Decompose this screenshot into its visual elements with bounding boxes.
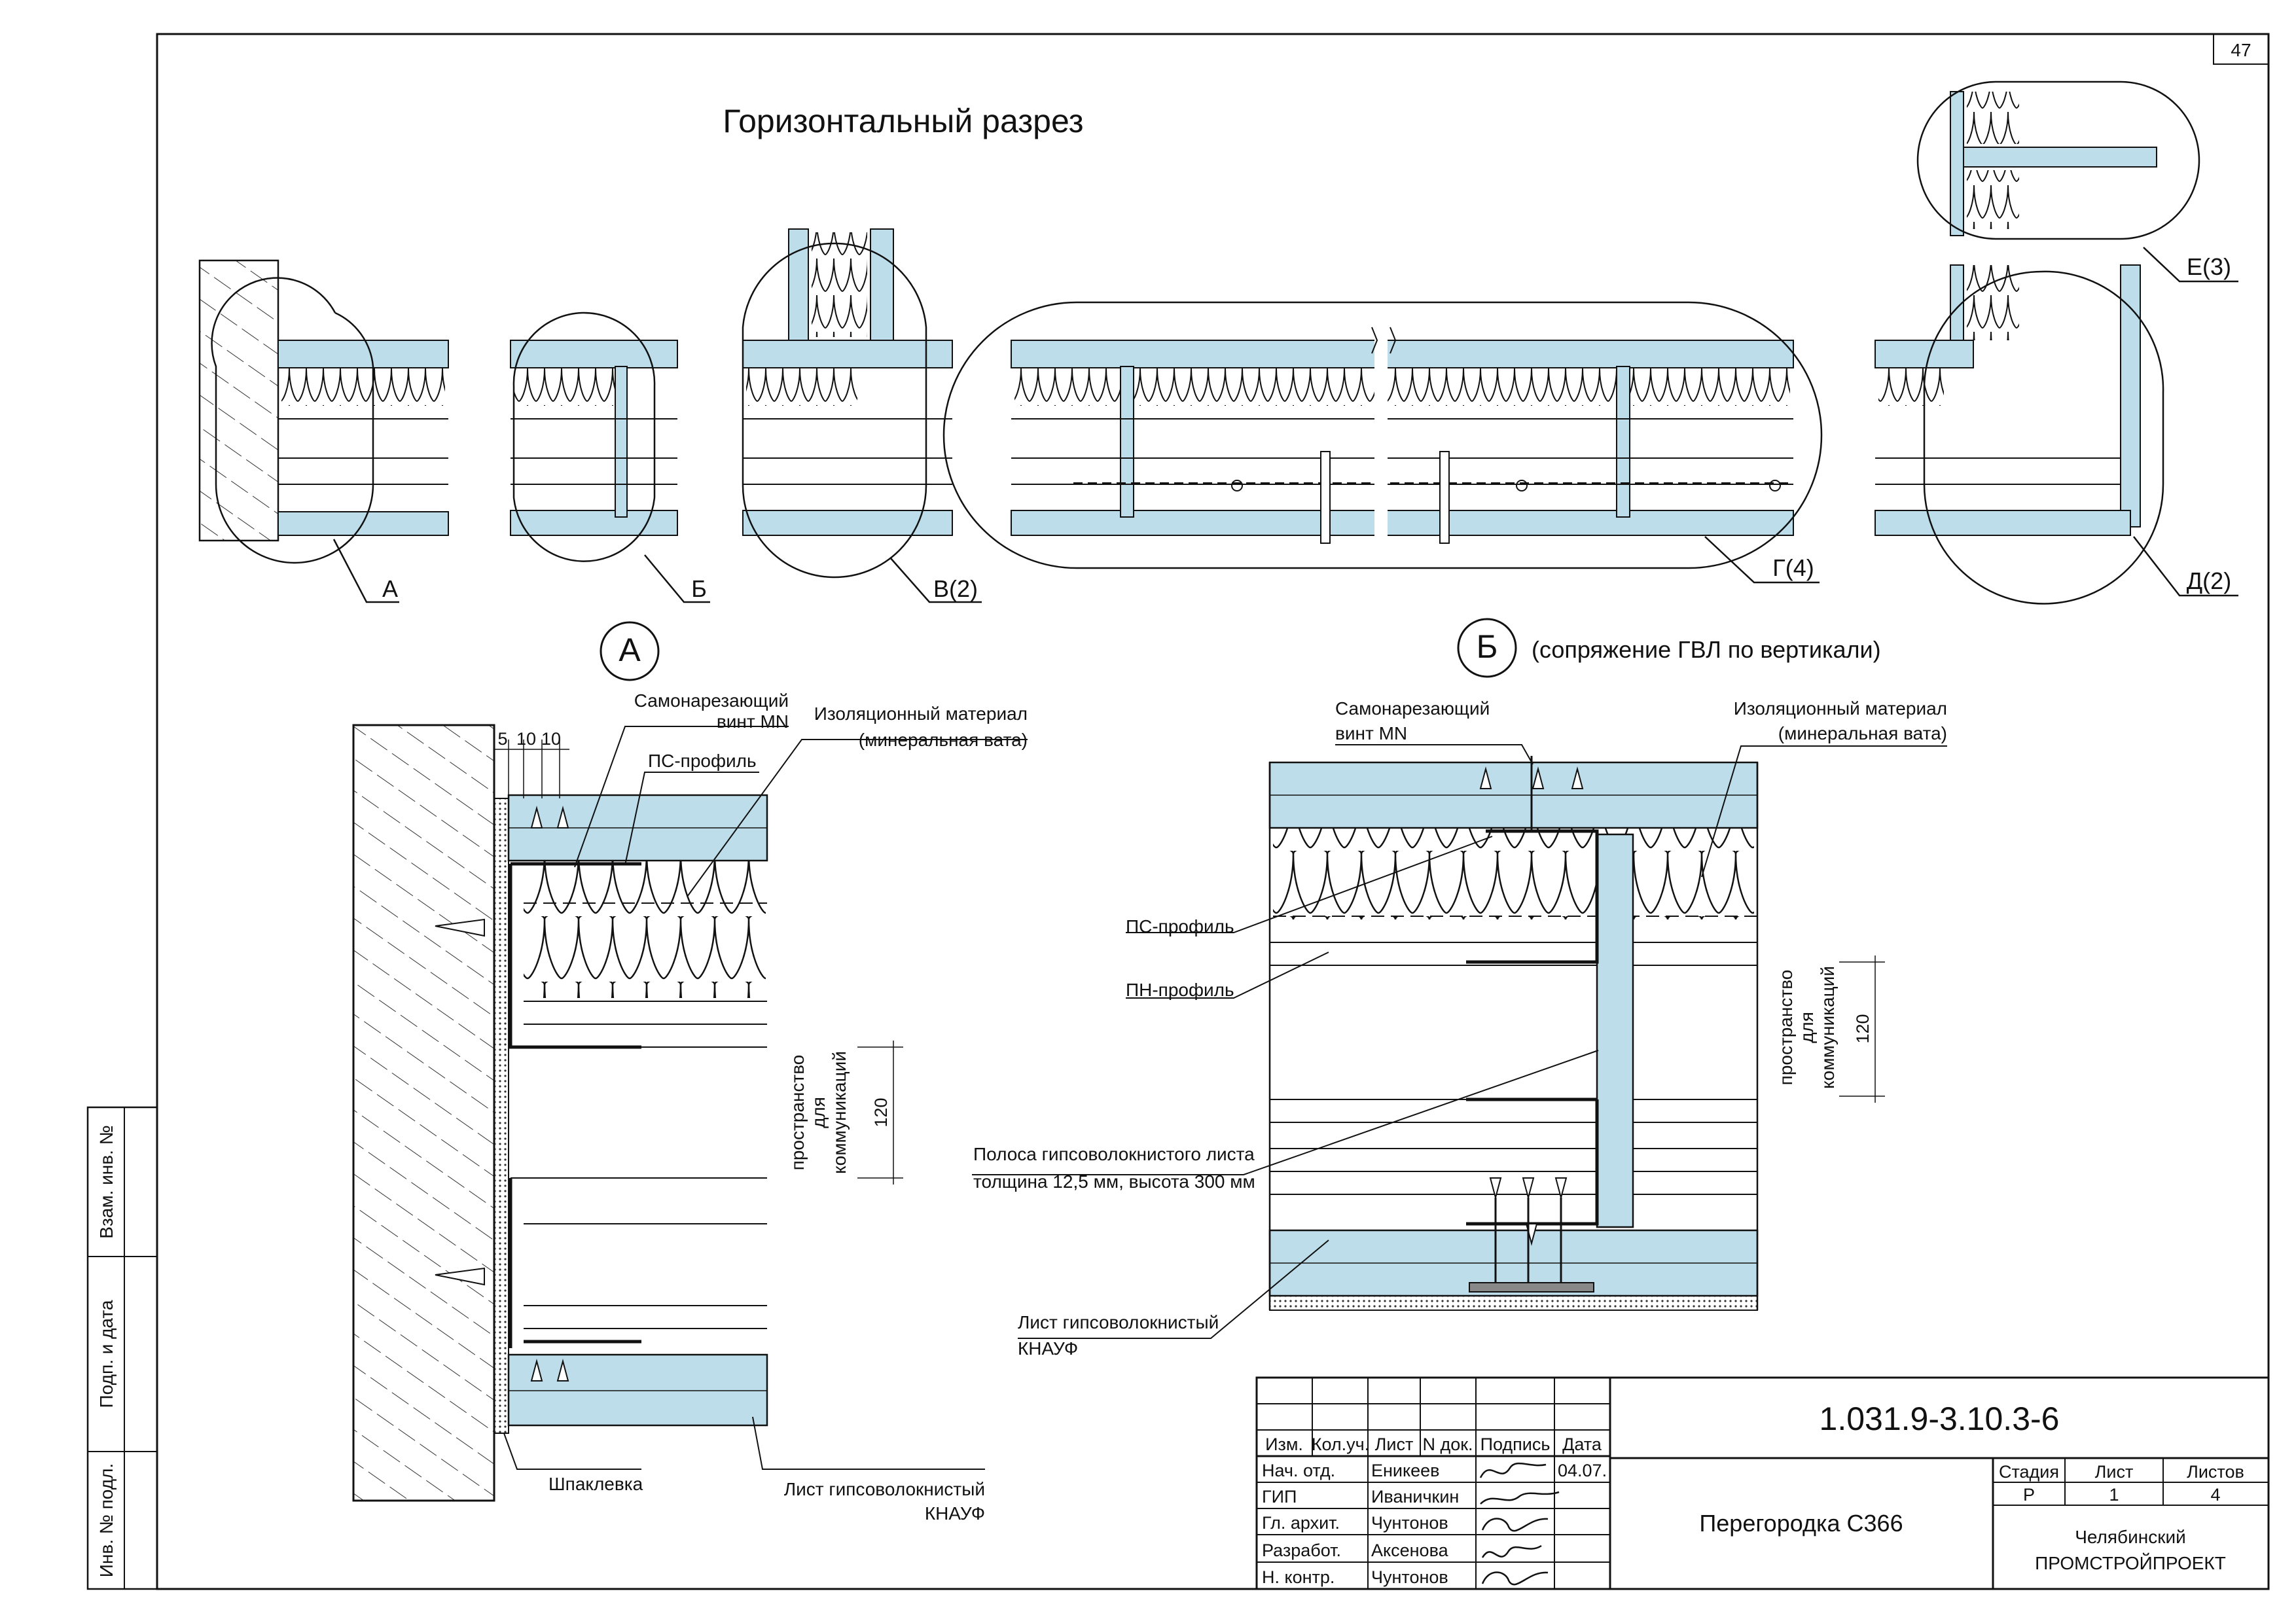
signature-icon — [1481, 1544, 1542, 1558]
detail-a-sheet-2: КНАУФ — [925, 1503, 985, 1524]
detail-b-caption: (сопряжение ГВЛ по вертикали) — [1532, 636, 1881, 663]
stamp-inv: Инв. № подл. — [96, 1463, 117, 1577]
tb-sheets-label: Листов — [2187, 1462, 2244, 1482]
mineral-wool — [524, 861, 766, 998]
signature-icon — [1480, 1491, 1560, 1505]
detail-a-insulation-1: Изоляционный материал — [814, 704, 1028, 724]
overview-fragment-g: Г(4) — [942, 301, 1823, 584]
detail-a-screw-1: Самонарезающий — [634, 690, 789, 711]
left-stamp: Взам. инв. № Подп. и дата Инв. № подл. — [86, 1106, 158, 1590]
detail-a-marker: А — [619, 632, 641, 668]
sheet-border — [156, 33, 2270, 1590]
detail-a-screw-2: винт MN — [717, 711, 789, 732]
overview-fragment-v: В(2) — [742, 228, 982, 603]
detail-a-putty: Шпаклевка — [548, 1474, 643, 1494]
signature-icon — [1481, 1518, 1549, 1532]
sheet-number-box — [2213, 33, 2269, 65]
mineral-wool — [1273, 828, 1754, 919]
detail-a: А 5 10 10 Самонарезающий винт MN П — [352, 621, 1028, 1524]
tb-role-2: Гл. архит. — [1262, 1513, 1340, 1533]
tb-org-1: Челябинский — [2075, 1527, 2185, 1547]
tb-h-list: Лист — [1375, 1435, 1414, 1454]
detail-a-space-2: для — [808, 1097, 829, 1128]
concrete-wall — [352, 724, 495, 1502]
tb-date-0: 04.07. — [1558, 1461, 1607, 1480]
callout-e: Е(3) — [2187, 253, 2231, 280]
tb-person-2: Чунтонов — [1371, 1513, 1448, 1533]
gvl-strip — [1596, 833, 1634, 1228]
tb-h-koluch: Кол.уч. — [1312, 1435, 1369, 1454]
sheet-number: 47 — [2231, 40, 2251, 60]
putty-layer — [493, 798, 509, 1434]
tb-code: 1.031.9-3.10.3-6 — [1820, 1400, 2060, 1437]
tb-role-0: Нач. отд. — [1262, 1461, 1335, 1480]
detail-b-space-3: коммуникаций — [1818, 966, 1838, 1089]
detail-b-insulation-1: Изоляционный материал — [1734, 698, 1947, 719]
callout-a: А — [382, 575, 398, 602]
detail-b-space-dim: 120 — [1853, 1014, 1873, 1043]
tb-h-podpis: Подпись — [1480, 1435, 1551, 1454]
detail-b-space-2: для — [1797, 1012, 1817, 1043]
detail-b-sheet-2: КНАУФ — [1018, 1338, 1078, 1359]
title-block: Изм. Кол.уч. Лист N док. Подпись Дата На… — [1255, 1376, 2270, 1590]
callout-b: Б — [691, 575, 707, 602]
detail-b-marker: Б — [1477, 628, 1498, 665]
tb-sheet-label: Лист — [2095, 1462, 2134, 1482]
detail-b-screw-1: Самонарезающий — [1335, 698, 1490, 719]
detail-a-ps-profile: ПС-профиль — [648, 751, 757, 771]
tb-sheet: 1 — [2109, 1485, 2119, 1505]
detail-b-strip-1: Полоса гипсоволокнистого листа — [973, 1144, 1255, 1164]
signature-icon — [1479, 1462, 1547, 1478]
detail-b-pn-profile: ПН-профиль — [1126, 980, 1234, 1000]
tb-person-3: Аксенова — [1371, 1541, 1449, 1560]
tb-name: Перегородка С366 — [1699, 1510, 1903, 1537]
callout-g: Г(4) — [1772, 554, 1814, 581]
overview-fragment-b: Б — [510, 312, 710, 603]
tb-role-1: ГИП — [1262, 1487, 1297, 1507]
tb-h-ndok: N док. — [1422, 1435, 1473, 1454]
signature-icon — [1481, 1571, 1549, 1586]
callout-v: В(2) — [933, 575, 978, 602]
tb-role-4: Н. контр. — [1262, 1567, 1335, 1587]
detail-b-sheet-1: Лист гипсоволокнистый — [1018, 1312, 1219, 1332]
detail-a-dim-10b: 10 — [541, 729, 561, 749]
tb-person-1: Иваничкин — [1371, 1487, 1459, 1507]
tb-h-izm: Изм. — [1265, 1435, 1303, 1454]
tb-person-0: Еникеев — [1371, 1461, 1440, 1480]
detail-b-space-1: пространство — [1776, 970, 1796, 1086]
overview-fragment-a: А — [198, 259, 449, 603]
detail-b: Б (сопряжение ГВЛ по вертикали) Самонаре… — [972, 618, 1947, 1359]
tb-h-data: Дата — [1562, 1435, 1602, 1454]
overview-fragment-d-e: Е(3) Д(2) — [1874, 80, 2238, 605]
detail-a-dim-10a: 10 — [516, 729, 536, 749]
callout-d: Д(2) — [2187, 567, 2231, 594]
tb-org-2: ПРОМСТРОЙПРОЕКТ — [2035, 1553, 2226, 1573]
detail-a-sheet-1: Лист гипсоволокнистый — [784, 1479, 985, 1499]
detail-a-space-1: пространство — [787, 1055, 808, 1171]
tb-stage: Р — [2023, 1485, 2035, 1505]
stamp-vzam: Взам. инв. № — [96, 1125, 117, 1238]
tb-sheets: 4 — [2210, 1485, 2220, 1505]
detail-a-insulation-2: (минеральная вата) — [859, 730, 1028, 750]
detail-b-ps-profile: ПС-профиль — [1126, 916, 1234, 936]
stamp-podp: Подп. и дата — [96, 1300, 117, 1408]
detail-a-dim-5: 5 — [497, 729, 507, 749]
detail-b-insulation-2: (минеральная вата) — [1778, 723, 1947, 743]
detail-b-strip-2: толщина 12,5 мм, высота 300 мм — [973, 1171, 1255, 1192]
detail-a-space-3: коммуникаций — [829, 1051, 850, 1174]
tb-person-4: Чунтонов — [1371, 1567, 1448, 1587]
tb-stage-label: Стадия — [1999, 1462, 2059, 1482]
tb-role-3: Разработ. — [1262, 1541, 1341, 1560]
drawing-title: Горизонтальный разрез — [723, 103, 1083, 139]
detail-a-space-dim: 120 — [871, 1097, 891, 1127]
detail-b-screw-2: винт MN — [1335, 723, 1407, 743]
